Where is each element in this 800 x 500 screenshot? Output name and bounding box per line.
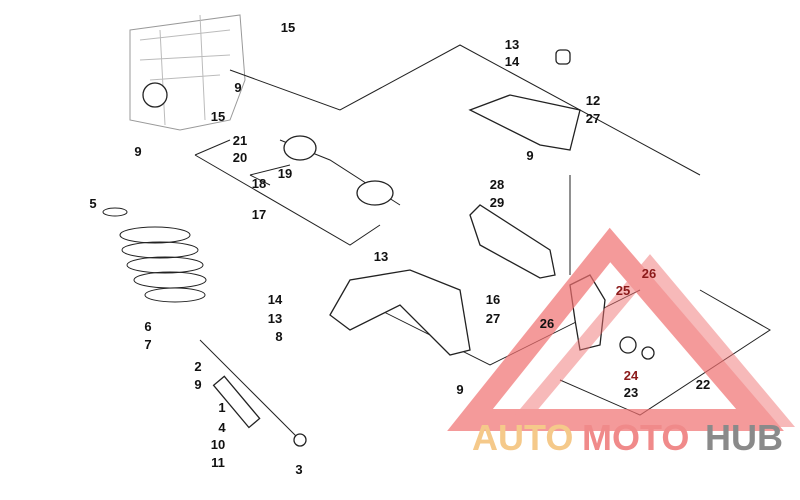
- callout: 5: [89, 196, 96, 211]
- callout: 26: [642, 266, 656, 281]
- callout: 19: [278, 166, 292, 181]
- callout: 3: [295, 462, 302, 477]
- callout: 13: [374, 249, 388, 264]
- callout: 9: [456, 382, 463, 397]
- watermark-auto: AUTO: [472, 417, 573, 458]
- callout: 13: [505, 37, 519, 52]
- callout: 9: [134, 144, 141, 159]
- shock-absorber: [199, 339, 307, 447]
- watermark-logo: [447, 227, 796, 431]
- callout: 20: [233, 150, 247, 165]
- engine-block: [129, 14, 246, 131]
- heat-shield: [469, 204, 556, 279]
- callout: 1: [218, 400, 225, 415]
- callout: 17: [252, 207, 266, 222]
- callout: 27: [586, 111, 600, 126]
- callout: 9: [194, 377, 201, 392]
- drive-shaft: [279, 135, 401, 206]
- callout: 10: [211, 437, 225, 452]
- upper-a-arm: [468, 49, 581, 151]
- callout: 24: [624, 368, 639, 383]
- callout: 18: [252, 176, 266, 191]
- coil-spring: [102, 207, 207, 303]
- callout: 12: [586, 93, 600, 108]
- callout: 4: [218, 420, 226, 435]
- callout: 2: [194, 359, 201, 374]
- callout: 23: [624, 385, 638, 400]
- watermark-moto: MOTO: [582, 417, 689, 458]
- callout: 16: [486, 292, 500, 307]
- callout: 21: [233, 133, 247, 148]
- callout: 15: [281, 20, 295, 35]
- callout: 29: [490, 195, 504, 210]
- watermark-hub: HUB: [705, 417, 783, 458]
- callout: 6: [144, 319, 151, 334]
- callout: 25: [616, 283, 630, 298]
- callout: 26: [540, 316, 554, 331]
- callout: 8: [275, 329, 282, 344]
- callout: 7: [144, 337, 151, 352]
- callout: 13: [268, 311, 282, 326]
- callout: 28: [490, 177, 504, 192]
- lower-a-arm: [329, 269, 471, 356]
- callout: 14: [505, 54, 520, 69]
- callout: 11: [211, 455, 225, 470]
- callouts: 15 13 14 9 15 12 27 21 20 9 9 19 18 28 2…: [89, 20, 710, 477]
- callout: 27: [486, 311, 500, 326]
- callout: 9: [234, 80, 241, 95]
- callout: 22: [696, 377, 710, 392]
- callout: 9: [526, 148, 533, 163]
- callout: 14: [268, 292, 283, 307]
- callout: 15: [211, 109, 225, 124]
